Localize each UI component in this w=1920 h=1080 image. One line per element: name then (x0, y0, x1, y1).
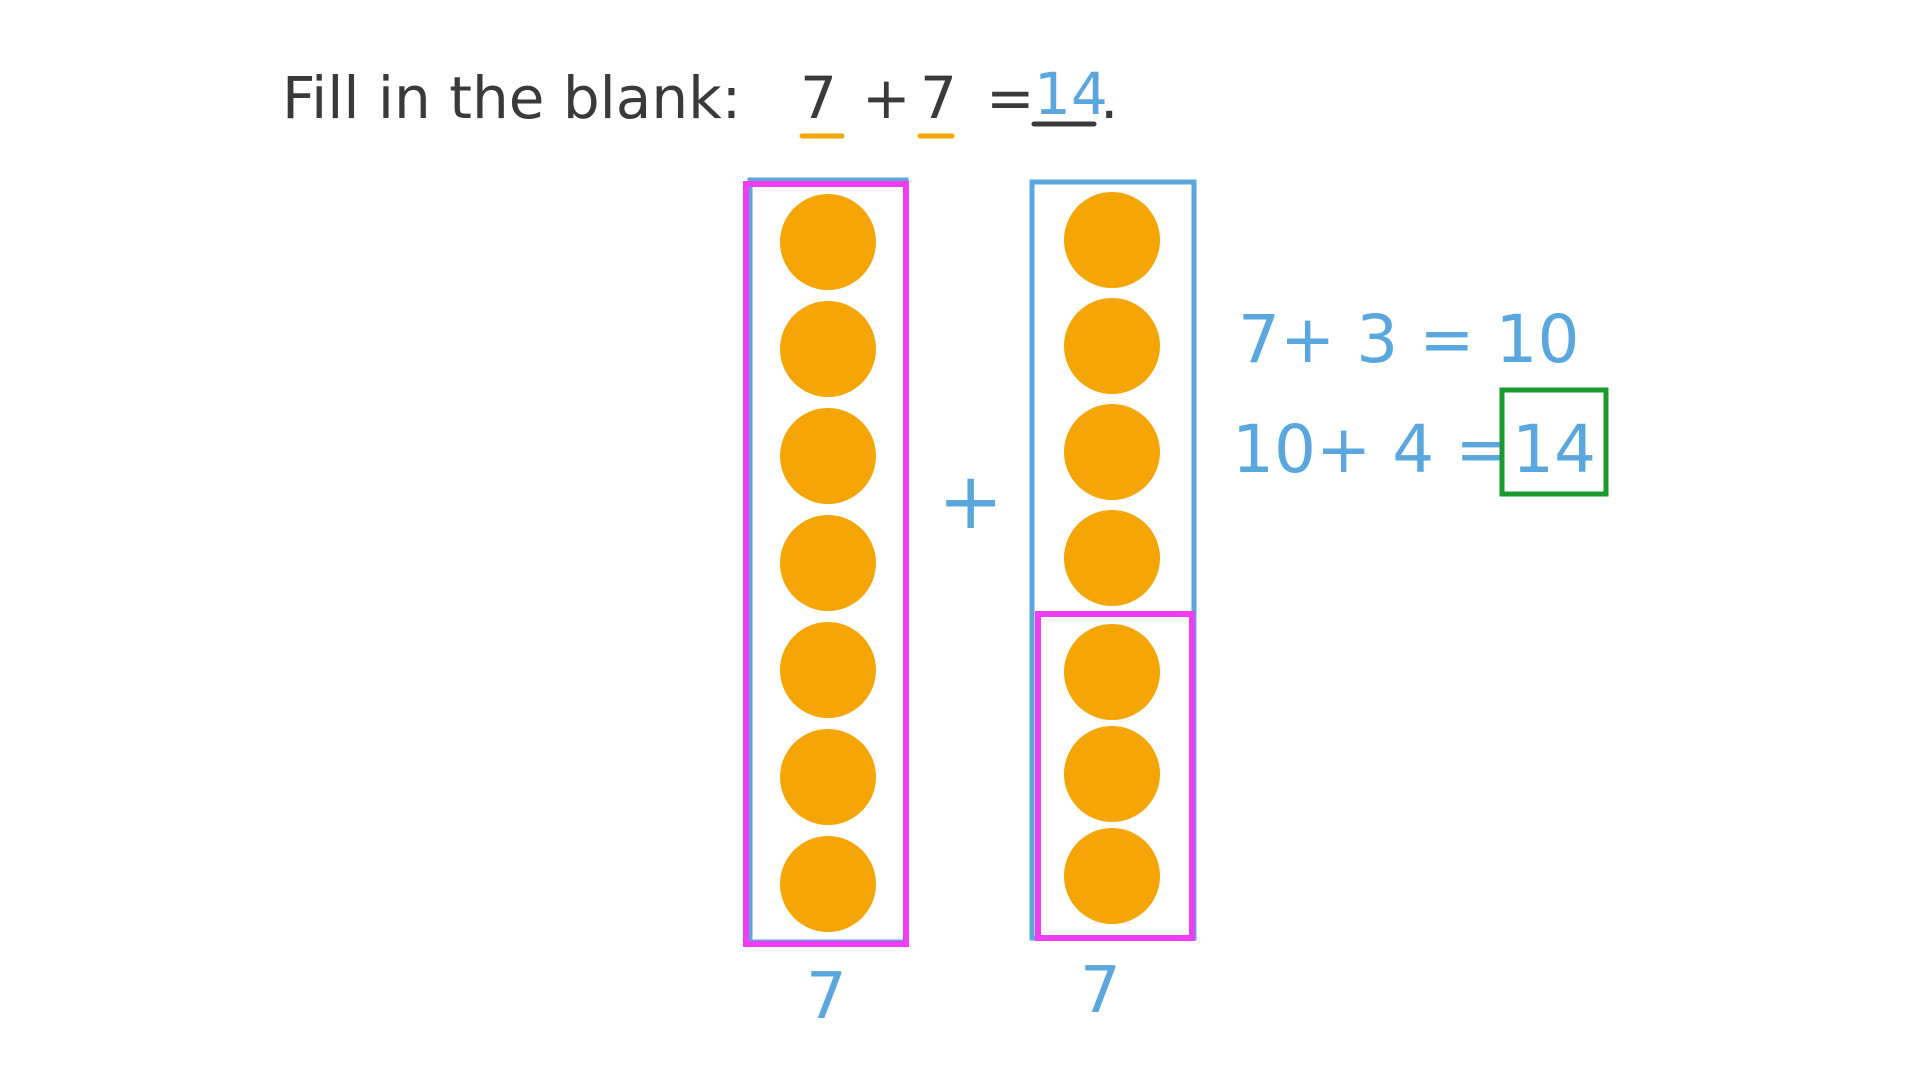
counter-dot (1064, 624, 1160, 720)
answer-box (1499, 387, 1609, 497)
counter-dot (1064, 726, 1160, 822)
counter-dot (1064, 828, 1160, 924)
right-column-magenta-frame (1035, 611, 1195, 941)
answer-box-value: 14 (1512, 411, 1596, 488)
counter-dot (1064, 510, 1160, 606)
title-answer: 14 (1034, 60, 1108, 128)
counter-dot (1064, 192, 1160, 288)
counter-dot (780, 515, 876, 611)
right-dots (1064, 192, 1160, 924)
working-line-1: 7+ 3 = 10 (1238, 301, 1580, 378)
title-addend-2: 7 (920, 64, 957, 132)
title-prompt: Fill in the blank: (282, 64, 741, 132)
working-equations: 7+ 3 = 10 10+ 4 = 14 (1232, 301, 1609, 497)
counter-dot (780, 194, 876, 290)
counter-dot (780, 408, 876, 504)
right-column-label: 7 (1080, 954, 1121, 1028)
title-plus: + (862, 64, 911, 132)
counter-dot (780, 836, 876, 932)
title-addend-1: 7 (800, 64, 837, 132)
title-equals: = (986, 64, 1035, 132)
left-column-magenta-frame (743, 181, 909, 947)
counter-dot (780, 729, 876, 825)
counter-dot (1064, 298, 1160, 394)
plus-sign: + (938, 457, 1003, 547)
left-column (743, 177, 909, 947)
title-line: Fill in the blank: 7 + 7 = 14 . (282, 60, 1118, 139)
counter-dot (780, 301, 876, 397)
left-column-label: 7 (806, 960, 847, 1034)
right-column (1029, 179, 1197, 941)
title-period: . (1100, 64, 1118, 132)
left-dots (780, 194, 876, 932)
working-line-2: 10+ 4 = (1232, 411, 1511, 488)
counter-dot (780, 622, 876, 718)
counter-dot (1064, 404, 1160, 500)
